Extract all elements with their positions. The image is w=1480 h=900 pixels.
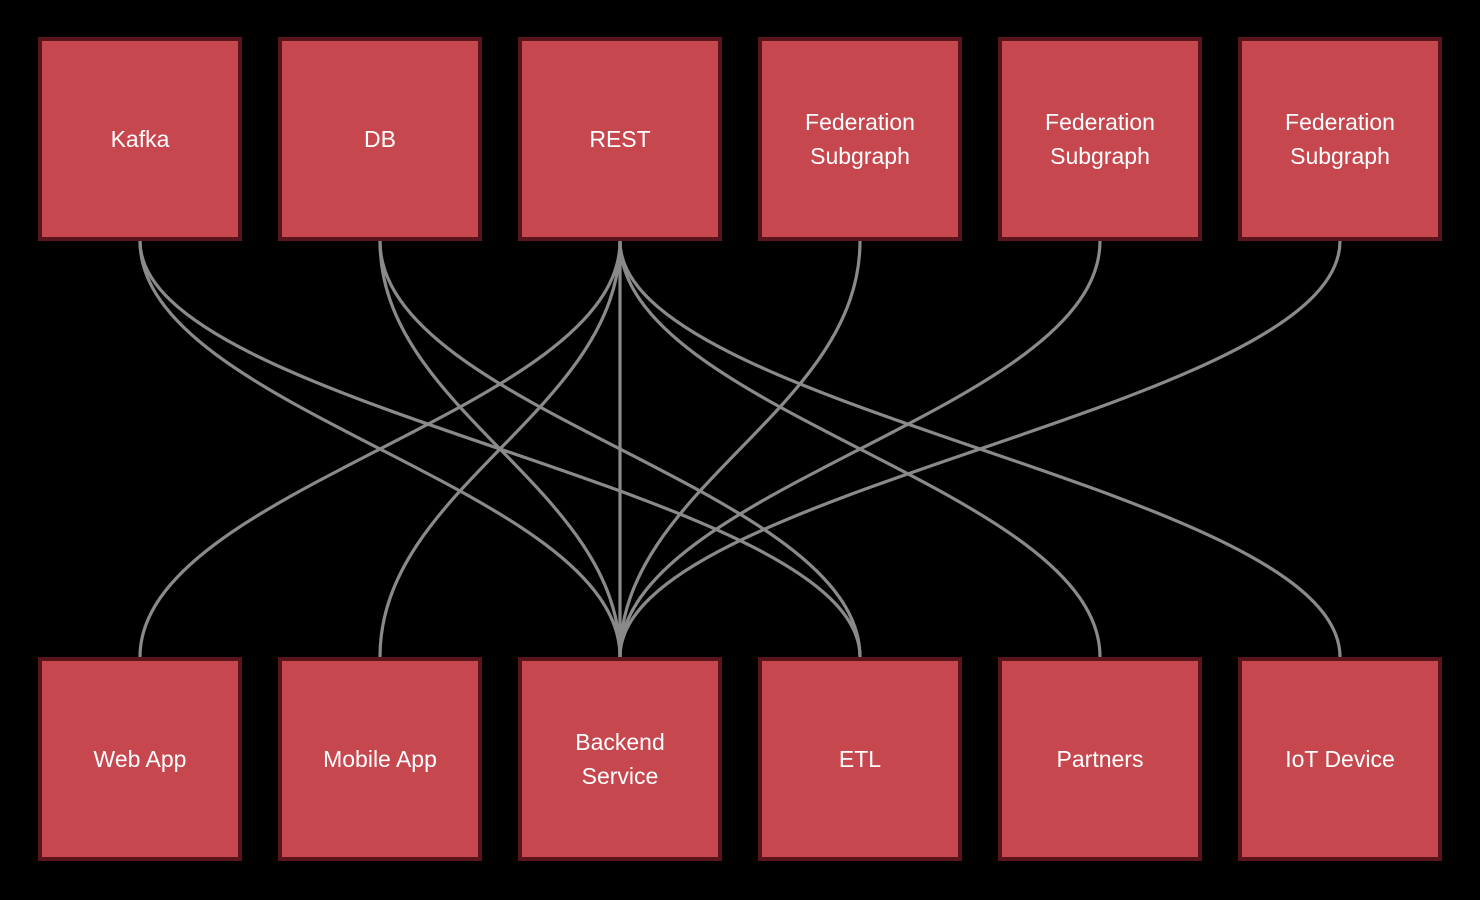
node-label-etl: ETL <box>838 746 882 772</box>
edge-fed1-backend <box>618 240 862 658</box>
edge-rest-mobile <box>378 240 622 658</box>
node-fed3: Federation Subgraph <box>1238 37 1442 241</box>
edge-rest-webapp <box>138 240 622 658</box>
node-kafka: Kafka <box>38 37 242 241</box>
node-label-fed2: Federation Subgraph <box>1045 109 1155 169</box>
node-rest: REST <box>518 37 722 241</box>
node-label-kafka: Kafka <box>110 126 170 152</box>
node-iot: IoT Device <box>1238 657 1442 861</box>
node-label-mobile: Mobile App <box>323 746 437 772</box>
node-label-db: DB <box>364 126 396 152</box>
node-label-rest: REST <box>589 126 651 152</box>
node-webapp: Web App <box>38 657 242 861</box>
node-label-iot: IoT Device <box>1285 746 1395 772</box>
node-etl: ETL <box>758 657 962 861</box>
edge-fed2-backend <box>618 240 1102 658</box>
node-label-fed1: Federation Subgraph <box>805 109 915 169</box>
node-backend: Backend Service <box>518 657 722 861</box>
node-label-webapp: Web App <box>93 746 187 772</box>
node-label-partners: Partners <box>1056 746 1144 772</box>
node-fed1: Federation Subgraph <box>758 37 962 241</box>
node-label-fed3: Federation Subgraph <box>1285 109 1395 169</box>
edge-fed3-backend <box>618 240 1342 658</box>
node-fed2: Federation Subgraph <box>998 37 1202 241</box>
node-label-backend: Backend Service <box>575 729 665 789</box>
node-partners: Partners <box>998 657 1202 861</box>
node-mobile: Mobile App <box>278 657 482 861</box>
node-db: DB <box>278 37 482 241</box>
